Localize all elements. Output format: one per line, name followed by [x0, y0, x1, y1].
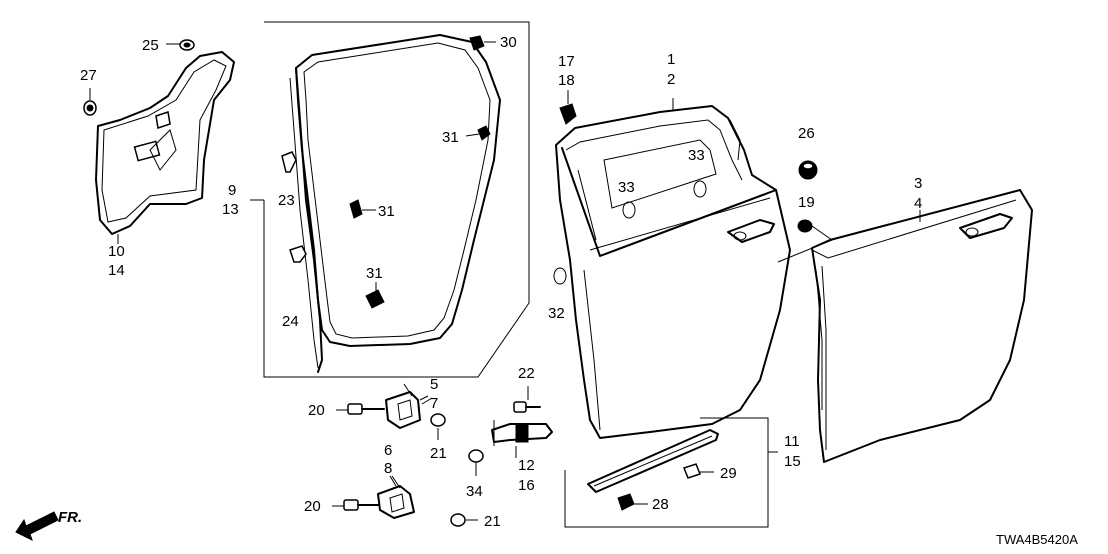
clip-17-18 — [559, 90, 577, 125]
callout-1: 1 — [667, 51, 675, 68]
callout-28: 28 — [652, 496, 669, 513]
callout-4: 4 — [914, 195, 922, 212]
clip-24 — [289, 245, 307, 263]
callout-29: 29 — [720, 465, 737, 482]
callout-15: 15 — [784, 453, 801, 470]
callout-33-right: 33 — [688, 147, 705, 164]
callout-16: 16 — [518, 477, 535, 494]
callout-20-upper: 20 — [308, 402, 325, 419]
callout-8: 8 — [384, 460, 392, 477]
lower-hinge — [377, 475, 415, 519]
clip-28 — [617, 493, 648, 511]
leader-lines — [89, 43, 529, 507]
callout-32: 32 — [548, 305, 565, 322]
callout-labels: 1 2 3 4 5 7 6 8 9 13 10 14 11 15 12 16 1… — [58, 34, 1078, 547]
molding-group-frame — [564, 417, 778, 528]
clip-31-middle — [349, 199, 376, 219]
callout-34: 34 — [466, 483, 483, 500]
callout-14: 14 — [108, 262, 125, 279]
callout-19: 19 — [798, 194, 815, 211]
callout-33-left: 33 — [618, 179, 635, 196]
callout-25: 25 — [142, 37, 159, 54]
callout-31-lower: 31 — [366, 265, 383, 282]
clip-31-lower — [365, 282, 385, 309]
front-direction-arrow — [15, 511, 59, 541]
callout-31-middle: 31 — [378, 203, 395, 220]
door-molding — [587, 429, 719, 493]
door-panel-insulator — [95, 51, 235, 244]
bolt-34 — [468, 449, 484, 476]
callout-11: 11 — [784, 433, 800, 450]
bolt-20-lower — [343, 499, 379, 511]
callout-21-lower: 21 — [484, 513, 501, 530]
rear-door-skin — [811, 189, 1033, 463]
grommet-27 — [83, 100, 97, 116]
callout-17: 17 — [558, 53, 575, 70]
clip-29 — [683, 463, 714, 479]
callout-18: 18 — [558, 72, 575, 89]
plug-32 — [553, 267, 567, 285]
callout-31-upper: 31 — [442, 129, 459, 146]
direction-label: FR. — [58, 509, 82, 526]
callout-6: 6 — [384, 442, 392, 459]
callout-5: 5 — [430, 376, 438, 393]
callout-12: 12 — [518, 457, 535, 474]
callout-13: 13 — [222, 201, 239, 218]
callout-27: 27 — [80, 67, 97, 84]
door-weatherstrip — [289, 34, 501, 373]
callout-21-upper: 21 — [430, 445, 447, 462]
rear-door-frame — [555, 98, 791, 439]
grommet-25 — [179, 39, 195, 51]
callout-7: 7 — [430, 395, 438, 412]
callout-26: 26 — [798, 125, 815, 142]
callout-30: 30 — [500, 34, 517, 51]
callout-23: 23 — [278, 192, 295, 209]
callout-10: 10 — [108, 243, 125, 260]
grommet-26 — [798, 160, 818, 180]
callout-9: 9 — [228, 182, 236, 199]
bolt-21-lower — [450, 513, 478, 527]
clip-31-upper — [465, 125, 491, 141]
callout-2: 2 — [667, 71, 675, 88]
callout-24: 24 — [282, 313, 299, 330]
door-checker — [491, 420, 553, 446]
clip-30 — [469, 35, 496, 51]
plug-19 — [777, 219, 833, 263]
weatherstrip-group-frame — [250, 21, 530, 378]
clip-23 — [281, 151, 297, 173]
callout-3: 3 — [914, 175, 922, 192]
callout-22: 22 — [518, 365, 535, 382]
plug-33-left — [622, 201, 636, 219]
callout-20-lower: 20 — [304, 498, 321, 515]
bolt-20-upper — [347, 403, 385, 415]
upper-hinge — [385, 383, 429, 429]
plug-33-right — [693, 180, 707, 198]
bolt-21-upper — [430, 413, 446, 440]
bolt-22 — [513, 401, 541, 413]
catalog-code: TWA4B5420A — [996, 532, 1078, 547]
